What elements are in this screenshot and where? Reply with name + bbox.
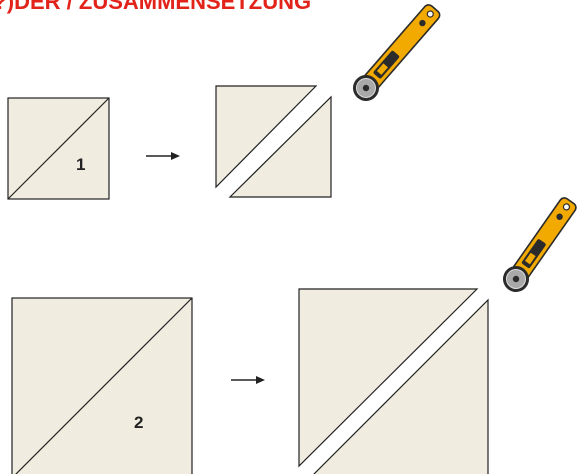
- rotary-cutter-icon: [503, 197, 577, 292]
- step-2-cut-pieces: [298, 288, 489, 474]
- page-title: (?)DER / ZUSAMMENSETZUNG: [0, 0, 311, 14]
- step-2-number: 2: [134, 413, 143, 432]
- upper-triangle-piece: [215, 85, 318, 189]
- lower-triangle-piece: [313, 298, 489, 474]
- right-arrow-icon: [146, 152, 180, 160]
- diagonal-seam-line: [7, 97, 110, 200]
- step-2-square: [11, 297, 193, 474]
- step-1-square: [7, 97, 110, 200]
- upper-triangle-piece: [298, 288, 479, 468]
- diagonal-seam-line: [15, 297, 193, 474]
- rotary-cutter-icon: [353, 4, 441, 101]
- lower-triangle-piece: [228, 95, 332, 198]
- step-1-number: 1: [76, 155, 85, 174]
- step-1-cut-pieces: [215, 85, 332, 198]
- right-arrow-icon: [231, 376, 265, 384]
